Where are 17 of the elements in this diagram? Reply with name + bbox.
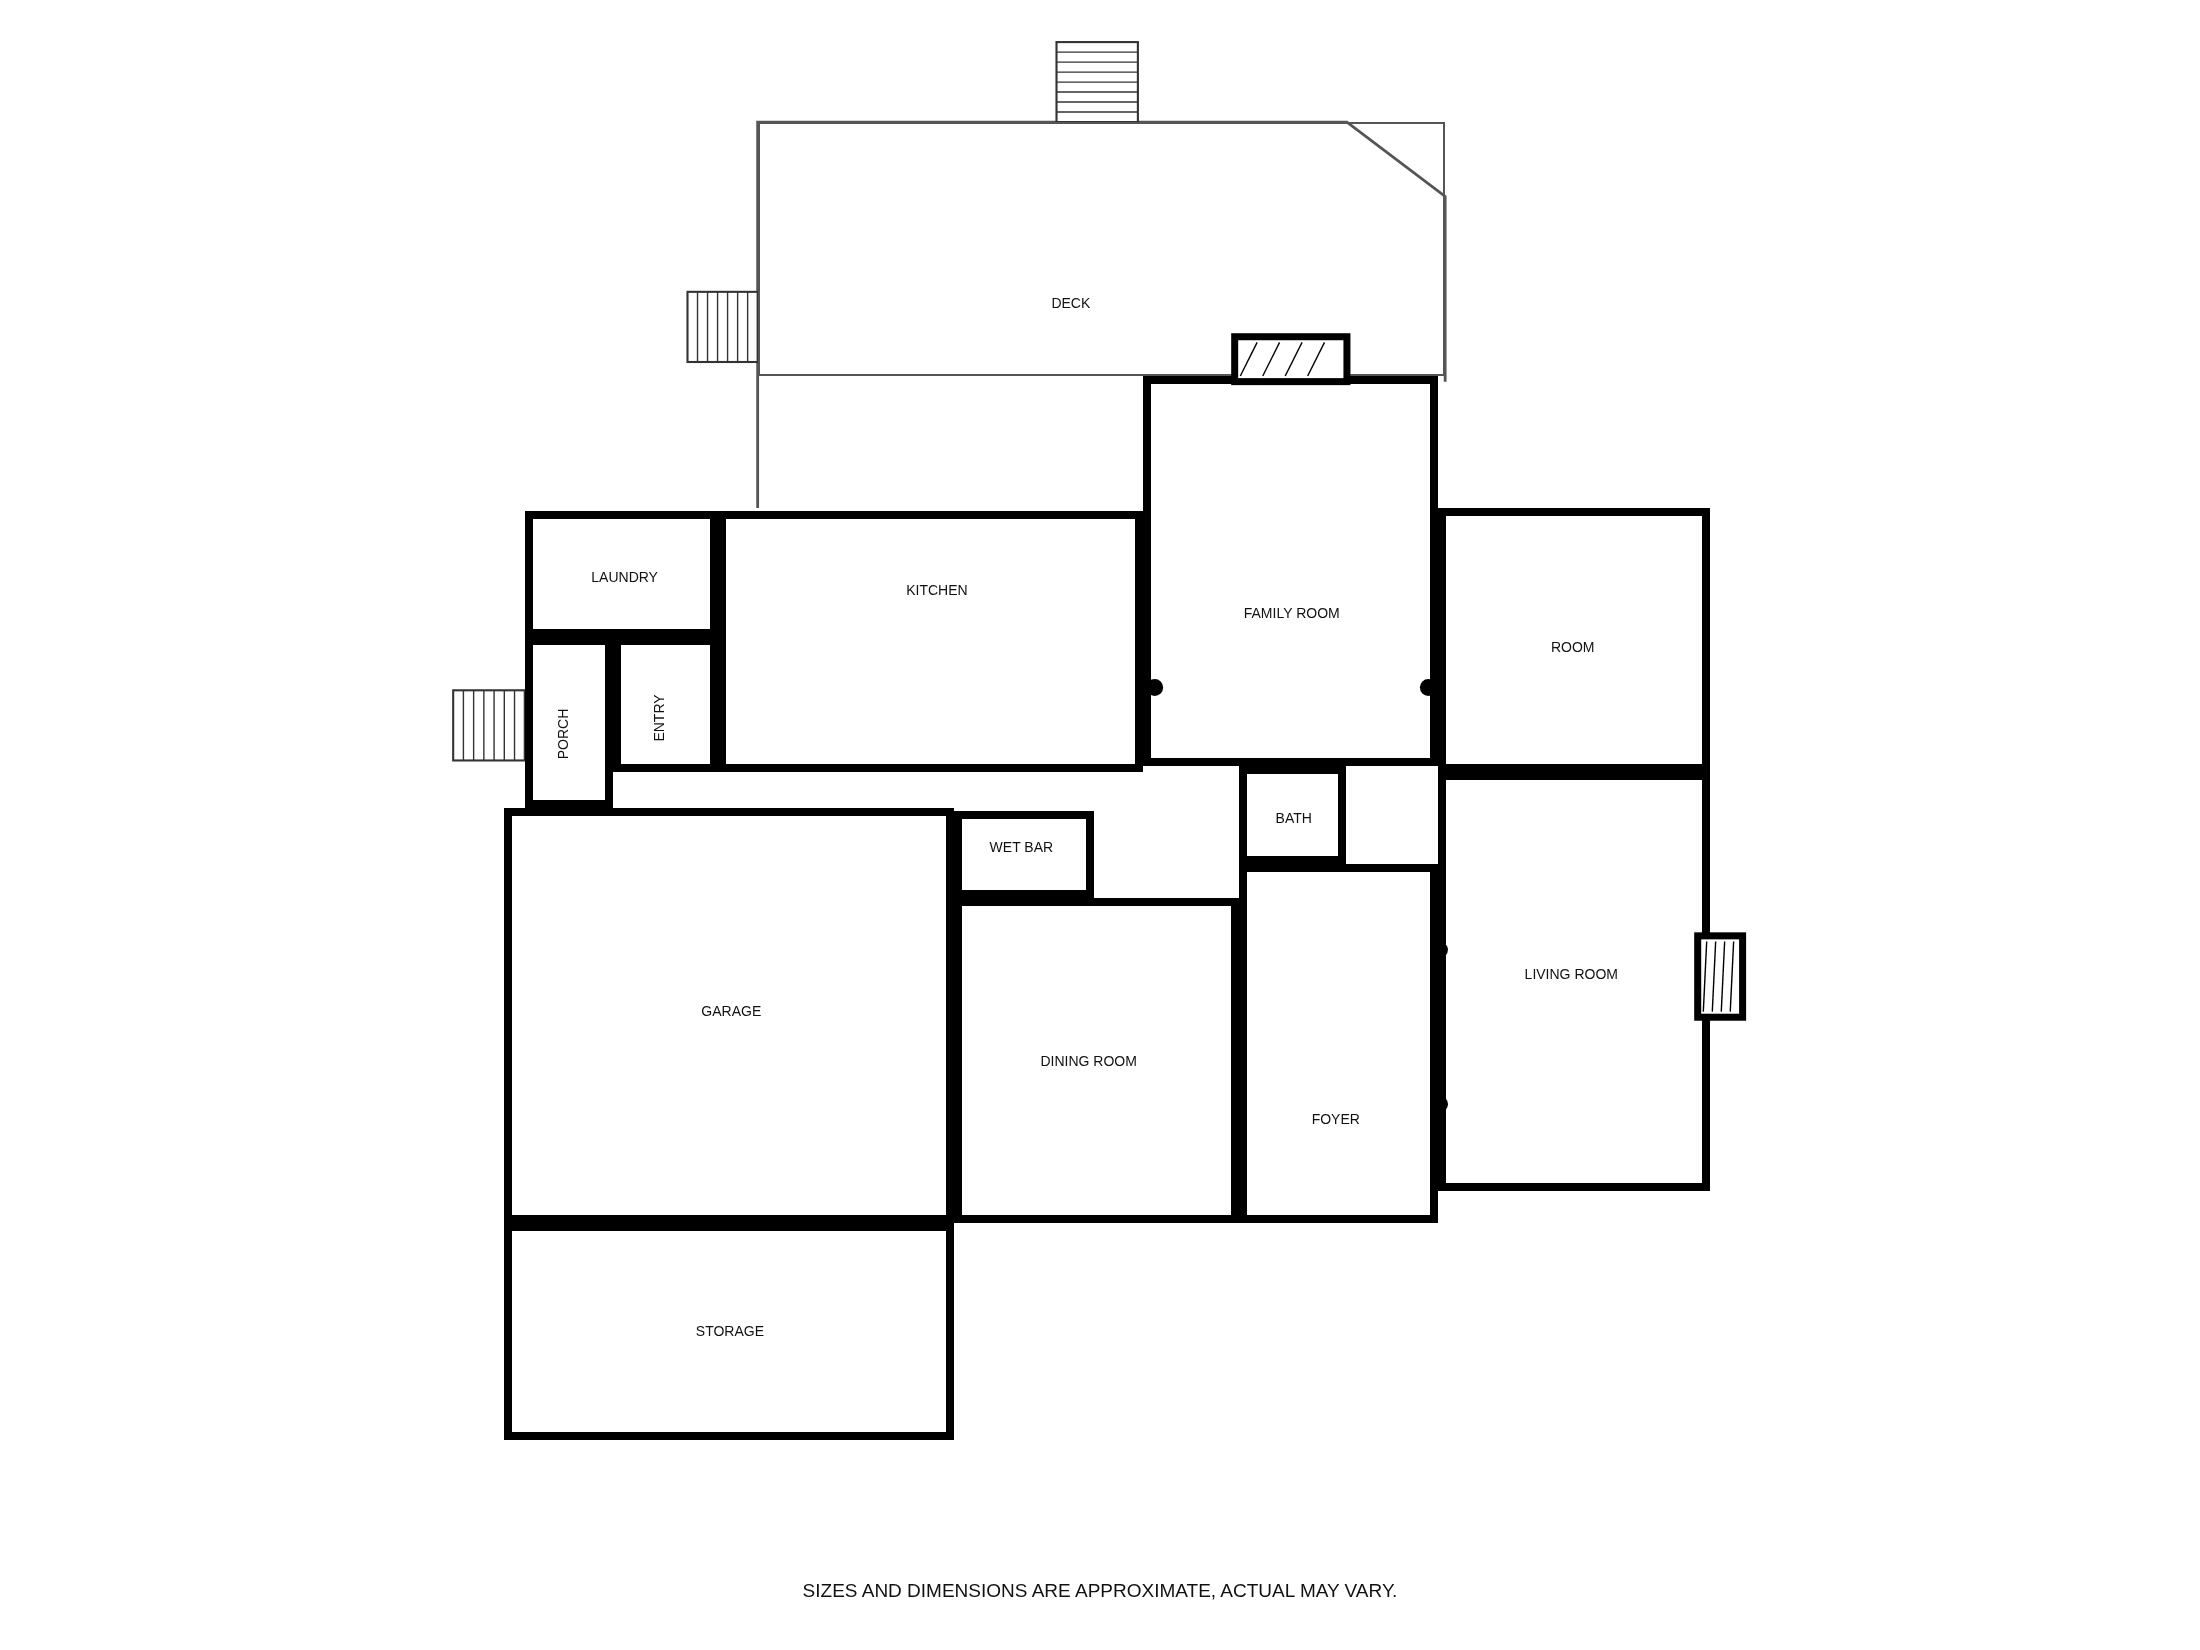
room-label: FAMILY ROOM — [1243, 605, 1340, 622]
room-label: PORCH — [554, 708, 571, 760]
room-label: GARAGE — [701, 1003, 762, 1020]
room-label: KITCHEN — [906, 581, 968, 598]
room-label: BATH — [1275, 809, 1312, 826]
room-label: DECK — [1051, 295, 1091, 311]
room-label: ENTRY — [651, 694, 668, 742]
room-label: FOYER — [1311, 1111, 1360, 1128]
room-label: STORAGE — [695, 1323, 764, 1340]
room-label: LAUNDRY — [591, 568, 658, 585]
room-area — [504, 1223, 954, 1440]
disclaimer-note: SIZES AND DIMENSIONS ARE APPROXIMATE, ACTUAL MAY VARY. — [802, 1580, 1398, 1601]
room-label: ROOM — [1550, 638, 1595, 655]
room-label: LIVING ROOM — [1524, 966, 1618, 983]
room-label: WET BAR — [989, 839, 1054, 856]
deck-area — [758, 122, 1445, 376]
room-label: DINING ROOM — [1040, 1052, 1137, 1069]
